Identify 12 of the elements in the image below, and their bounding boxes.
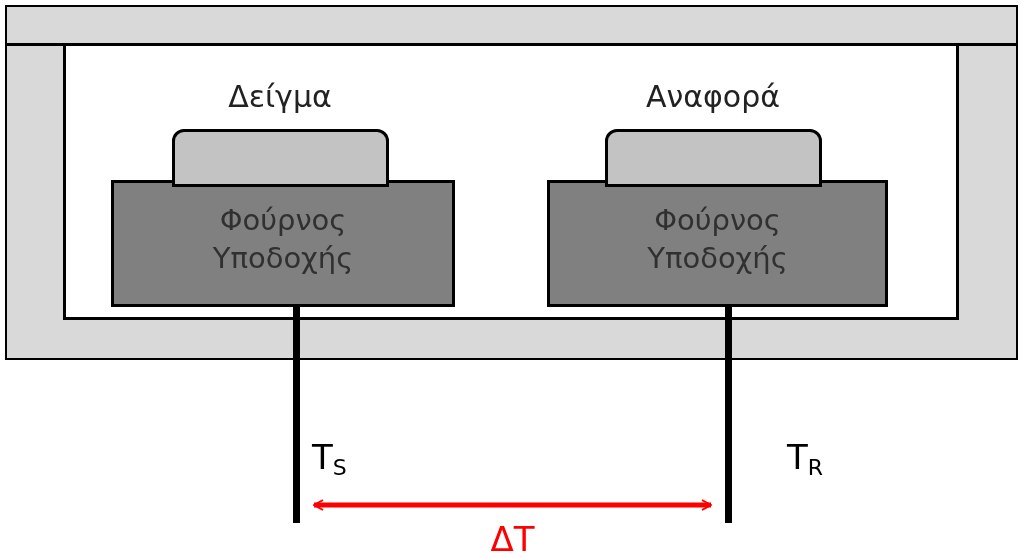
furnace-label: Φούρνος Υποδοχής: [646, 202, 789, 277]
pan-label: Αναφορά: [646, 79, 780, 115]
furnace-block: [111, 180, 455, 307]
temperature-label: T$_{S}$: [312, 437, 347, 477]
instrument-enclosure: [5, 5, 1018, 360]
pan-label: Δείγμα: [228, 79, 332, 115]
furnace-block: [547, 180, 888, 307]
furnace-label: Φούρνος Υποδοχής: [211, 202, 355, 277]
double-arrow: [313, 499, 712, 511]
thermocouple-wire: [725, 307, 732, 523]
thermocouple-wire: [293, 307, 300, 523]
temperature-label: T$_{R}$: [787, 437, 824, 477]
